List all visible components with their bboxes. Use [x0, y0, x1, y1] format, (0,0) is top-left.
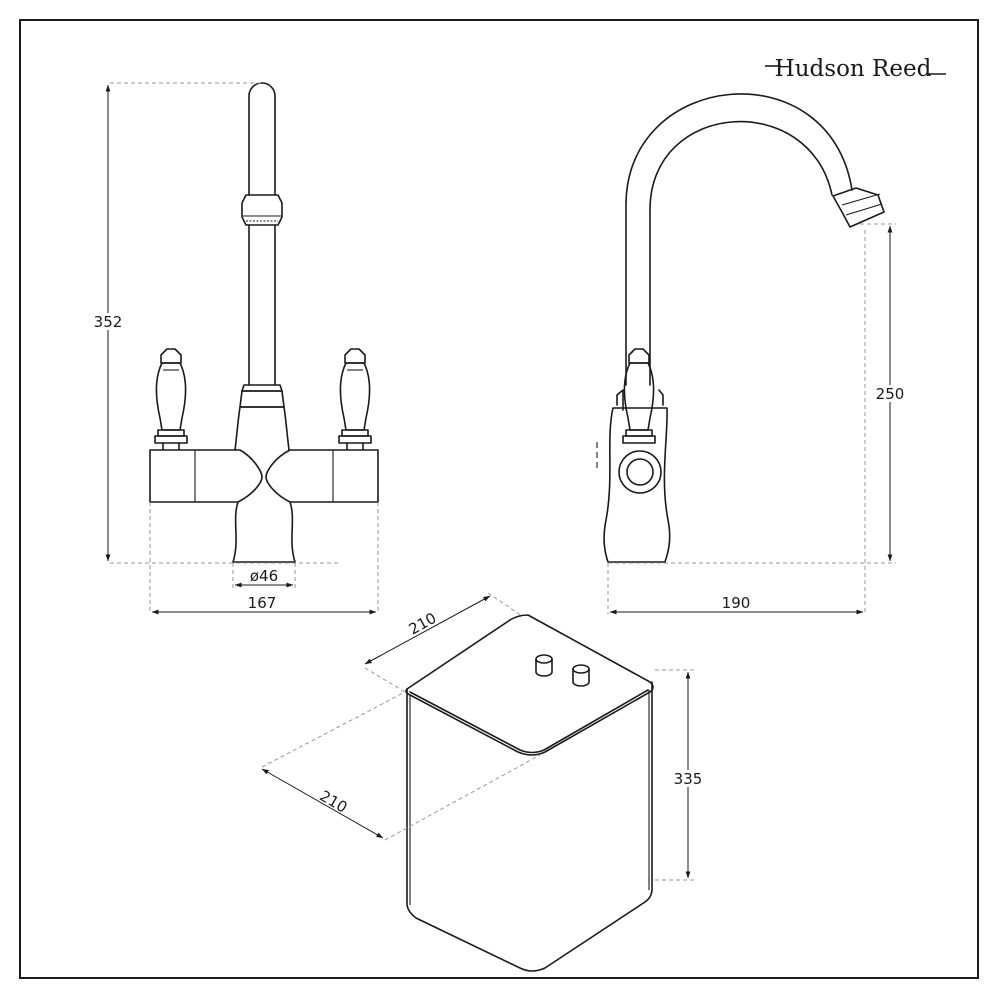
dim-label-base-diameter: ø46 — [250, 567, 278, 585]
front-spout-lower — [248, 224, 276, 386]
front-left-block — [149, 449, 263, 503]
dim-line-tank-depth — [364, 595, 491, 665]
side-outlet-ring-inner — [626, 458, 654, 486]
dim-label-tank-width: 210 — [317, 787, 351, 817]
tap-side-view: 250 190 — [596, 93, 907, 615]
tap-front-view: 352 ø46 167 — [91, 82, 379, 615]
side-lever — [622, 348, 656, 444]
tank-connector-right — [572, 664, 590, 687]
dim-label-side-spout-height: 250 — [876, 385, 905, 403]
front-lower-body — [232, 501, 296, 563]
front-aerator — [241, 194, 283, 226]
side-spout-tip — [832, 187, 885, 228]
tank-body — [406, 681, 653, 972]
brand-logo: Hudson Reed — [765, 56, 946, 82]
front-body — [234, 406, 290, 451]
front-right-lever — [338, 348, 372, 451]
dim-label-front-height: 352 — [94, 313, 123, 331]
dim-label-front-width: 167 — [248, 594, 277, 612]
tank-connector-left — [535, 654, 553, 677]
front-spout-upper — [248, 82, 276, 196]
dim-line-tank-width — [261, 768, 384, 839]
side-body — [616, 389, 664, 411]
tank-top-face — [405, 614, 654, 756]
side-spout-inner — [649, 120, 833, 386]
front-left-lever — [154, 348, 188, 451]
side-outlet-ring-outer — [618, 450, 662, 494]
dim-label-tank-height: 335 — [674, 770, 703, 788]
boiler-tank: 210 210 335 — [261, 592, 705, 972]
page-border — [19, 19, 979, 979]
front-right-block — [265, 449, 379, 503]
dim-label-side-reach: 190 — [722, 594, 751, 612]
side-spout-outer — [625, 93, 853, 386]
dim-label-tank-depth: 210 — [406, 609, 440, 639]
brand-name: Hudson Reed — [775, 56, 932, 82]
